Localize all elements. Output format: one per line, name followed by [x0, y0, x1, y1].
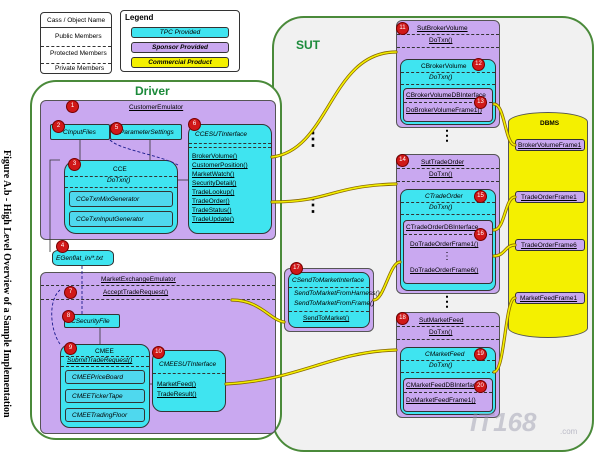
driver-title: Driver: [135, 84, 170, 98]
cmeesut-interface: CMEESUTInterface MarketFeed() TradeResul…: [152, 350, 226, 412]
trading-floor-box: CMEETradingFloor: [65, 408, 145, 422]
badge-5: 5: [110, 122, 123, 135]
sendtomarket-interface: CSendToMarketInterface SendToMarketFromH…: [284, 268, 380, 332]
class-notation-legend: Cass / Object Name Public Members Protec…: [40, 12, 112, 74]
color-legend: Legend TPC Provided Sponsor Provided Com…: [120, 10, 240, 72]
badge-20: 20: [474, 380, 487, 393]
private-label: Private Members: [55, 65, 105, 72]
badge-14: 14: [396, 154, 409, 167]
method-brokervolume: BrokerVolume(): [192, 153, 238, 160]
legend-tpc: TPC Provided: [131, 27, 229, 38]
ccesut-interface: CCESUTInterface BrokerVolume() CustomerP…: [188, 124, 272, 234]
price-board-box: CMEEPriceBoard: [65, 370, 145, 384]
txn-mix-box: CCeTxnMixGenerator: [69, 191, 173, 207]
badge-4: 4: [56, 240, 69, 253]
method-customerposition: CustomerPosition(): [192, 162, 248, 169]
method-tradestatus: TradeStatus(): [192, 207, 232, 214]
badge-15: 15: [474, 190, 487, 203]
legend-title: Legend: [125, 13, 154, 22]
method-tradeupdate: TradeUpdate(): [192, 216, 235, 223]
method-marketwatch: MarketWatch(): [192, 171, 235, 178]
method-tradeorder: TradeOrder(): [192, 198, 230, 205]
badge-2: 2: [52, 120, 65, 133]
watermark: IT168: [470, 407, 537, 437]
sut-ellipsis-4: ⋮: [440, 293, 454, 309]
egen-flatfile: EGenflat_in/*.txt: [52, 250, 114, 266]
customer-emulator-title: CustomerEmulator: [129, 104, 184, 111]
badge-12: 12: [472, 58, 485, 71]
watermark-sub: .com: [560, 427, 578, 436]
dbms-frame-tradeorder1: TradeOrderFrame1: [515, 191, 585, 203]
sut-ellipsis-3: ⋮: [440, 127, 454, 143]
cce-box: CCE DoTxn() CCeTxnMixGenerator CCeTxnInp…: [64, 160, 178, 234]
badge-7: 7: [64, 286, 77, 299]
txn-input-box: CCeTxnInputGenerator: [69, 211, 173, 227]
method-securitydetail: SecurityDetail(): [192, 180, 237, 187]
ticker-tape-box: CMEETickerTape: [65, 389, 145, 403]
sut-broker-volume: SutBrokerVolume DoTxn() CBrokerVolume Do…: [396, 20, 500, 128]
legend-sponsor: Sponsor Provided: [131, 42, 229, 53]
method-tradelookup: TradeLookup(): [192, 189, 235, 196]
badge-11: 11: [396, 22, 409, 35]
badge-17: 17: [290, 262, 303, 275]
public-label: Public Members: [55, 33, 102, 40]
badge-8: 8: [62, 310, 75, 323]
cinputfiles-box: CInputFiles: [50, 124, 110, 140]
badge-6: 6: [188, 118, 201, 131]
sut-title: SUT: [296, 38, 320, 52]
protected-label: Protected Members: [50, 50, 107, 57]
dbms-title: DBMS: [540, 120, 560, 127]
tparameter-box: TParameterSettings: [110, 124, 182, 140]
badge-10: 10: [152, 346, 165, 359]
cmee-box: CMEE SubmitTradeRequest() CMEEPriceBoard…: [60, 344, 150, 428]
badge-9: 9: [64, 342, 77, 355]
badge-18: 18: [396, 312, 409, 325]
badge-19: 19: [474, 348, 487, 361]
legend-commercial: Commercial Product: [131, 57, 229, 68]
badge-13: 13: [474, 96, 487, 109]
badge-1: 1: [66, 100, 79, 113]
badge-3: 3: [68, 158, 81, 171]
badge-16: 16: [474, 228, 487, 241]
dbms-frame-tradeorder6: TradeOrderFrame6: [515, 239, 585, 251]
class-name-label: Cass / Object Name: [47, 17, 106, 24]
